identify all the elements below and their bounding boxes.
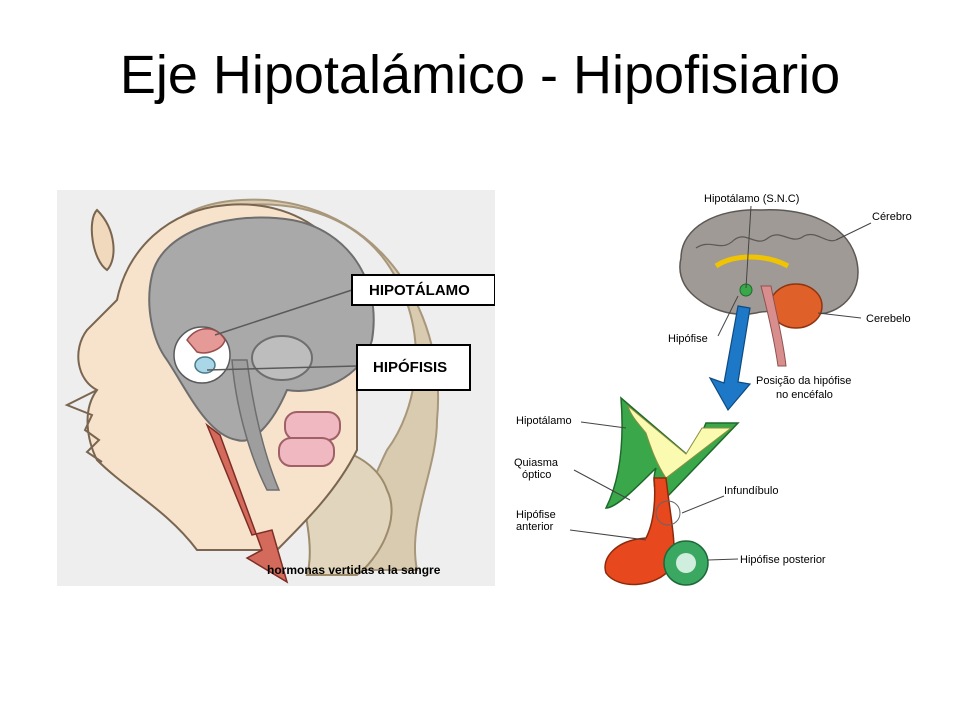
anterior-pointer	[569, 529, 647, 541]
hipofisis-label-box	[356, 344, 471, 391]
pituitary-pointer-line	[206, 365, 358, 371]
ear	[90, 208, 115, 272]
snc-pointer-line	[745, 205, 752, 289]
cerebelo-pointer-line	[817, 312, 862, 319]
brain-cerebrum	[679, 209, 859, 315]
pituitary-detail-figure: Hipotálamo (S.N.C) Cérebro Cerebelo Hipó…	[506, 178, 930, 590]
head-cross-section-figure: HIPOTÁLAMO HIPÓFISIS hormonas vertidas a…	[57, 190, 496, 586]
label-quiasma-line1: Quiasma	[514, 457, 559, 469]
infundibulum-highlight	[655, 500, 681, 526]
label-hipotalamo-detail: Hipotálamo	[516, 415, 572, 427]
hormone-flow-arrow	[205, 422, 289, 584]
brain-stem	[760, 285, 787, 367]
label-hipotalamo-snc: Hipotálamo (S.N.C)	[704, 193, 799, 205]
brainstem	[231, 359, 281, 491]
pituitary-detail-svg: Hipotálamo (S.N.C) Cérebro Cerebelo Hipó…	[514, 193, 912, 586]
slide-title: Eje Hipotalámico - Hipofisiario	[119, 45, 841, 105]
label-hipofise-anterior-line2: anterior	[516, 521, 554, 533]
posterior-pituitary-center	[676, 553, 696, 573]
brain-folds	[695, 234, 837, 249]
cerebellum	[251, 335, 313, 381]
label-posicao-line1: Posição da hipófise	[756, 375, 851, 387]
vertebra-lower	[278, 437, 335, 467]
hipofise-pointer-line	[717, 295, 739, 337]
posterior-pointer	[707, 558, 739, 561]
label-infundibulo: Infundíbulo	[724, 485, 778, 497]
hipofisis-label: HIPÓFISIS	[373, 358, 447, 376]
cerebro-pointer-line	[835, 222, 872, 241]
label-hipofise-posterior: Hipófise posterior	[740, 554, 826, 566]
label-quiasma-line2: óptico	[522, 469, 551, 481]
quiasma-pointer	[573, 469, 631, 501]
arrow-caption: hormonas vertidas a la sangre	[267, 563, 441, 577]
position-arrow	[708, 305, 752, 412]
label-cerebro: Cérebro	[872, 211, 912, 223]
head-cross-section-svg: HIPOTÁLAMO HIPÓFISIS hormonas vertidas a…	[57, 190, 496, 586]
label-posicao-line2: no encéfalo	[776, 389, 833, 401]
hipotalamo-detail-pointer	[580, 421, 627, 429]
pituitary-gland	[194, 356, 216, 374]
face-profile-line	[64, 389, 103, 463]
hipotalamo-label-box	[351, 274, 496, 306]
hipotalamo-label: HIPOTÁLAMO	[369, 282, 470, 299]
vertebra-upper	[284, 411, 341, 441]
label-cerebelo: Cerebelo	[866, 313, 911, 325]
corpus-callosum	[714, 254, 790, 269]
infundibulo-pointer	[681, 495, 725, 514]
label-hipofise-anterior-line1: Hipófise	[516, 509, 556, 521]
label-hipofise: Hipófise	[668, 333, 708, 345]
hypothalamus-pointer-line	[214, 289, 353, 336]
brain	[148, 216, 375, 442]
anterior-pituitary	[604, 477, 675, 586]
